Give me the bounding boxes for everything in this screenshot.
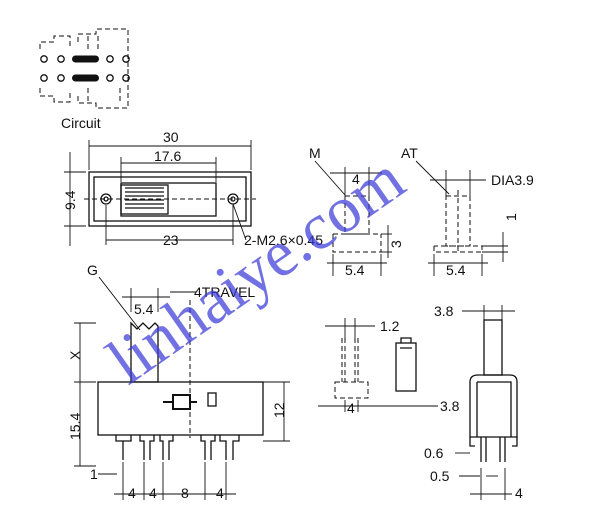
circuit-schematic: Circuit — [39, 28, 130, 131]
leader-mount-holes — [232, 203, 247, 241]
side-view: G 5.4 4TRAVEL X 15.4 12 — [67, 262, 290, 501]
end-actuator — [483, 319, 503, 376]
end-frame — [469, 374, 518, 438]
leader-at — [415, 160, 450, 195]
leader-g — [98, 276, 141, 331]
terminal-pin — [115, 435, 132, 460]
dim-pitch: 4 — [149, 485, 157, 501]
contact-dot — [57, 74, 65, 82]
leader-m — [314, 160, 346, 196]
dim-knob-width: 5.4 — [134, 301, 154, 317]
end-frame-inner — [476, 381, 512, 437]
dim-slot-width: 17.6 — [154, 148, 181, 164]
contact-dot — [106, 55, 114, 63]
contact-dot — [106, 74, 114, 82]
actuator-at-view: AT DIA3.9 1 5.4 — [401, 145, 534, 278]
label-x: X — [67, 350, 83, 360]
terminal-pin — [200, 435, 216, 460]
dim-at-base: 5.4 — [446, 262, 466, 278]
dim-hole-pitch: 23 — [163, 232, 179, 248]
pin-profile-dashed — [334, 338, 369, 399]
contact-bar — [72, 55, 99, 63]
label-g: G — [87, 262, 98, 278]
pin-view: 1.2 4 3.8 — [318, 318, 460, 416]
pin-profile-top — [400, 337, 412, 349]
dim-frame-height: 12 — [271, 402, 287, 418]
dim-pin-view-width: 4 — [347, 400, 355, 416]
actuator-m-base — [332, 233, 382, 253]
label-travel: 4TRAVEL — [194, 284, 255, 300]
pin-profile-solid — [395, 342, 417, 392]
label-dia: DIA3.9 — [491, 172, 534, 188]
body-window — [207, 392, 217, 407]
contact-dot — [40, 74, 48, 82]
dim-m-width: 4 — [352, 171, 360, 187]
contact-dot — [122, 55, 130, 63]
dim-m-height: 3 — [388, 240, 404, 248]
actuator-at-body — [445, 195, 471, 247]
dim-pitch: 4 — [216, 485, 224, 501]
label-m: M — [309, 145, 321, 161]
contact-dot — [122, 74, 130, 82]
dim-end-pitch: 4 — [515, 485, 523, 501]
terminal-pin — [139, 435, 155, 460]
label-mount-holes: 2-M2.6×0.45 — [244, 232, 323, 248]
actuator-at-base — [433, 245, 483, 253]
dim-pin-view-offset: 3.8 — [440, 398, 460, 414]
circuit-dashed-lines — [39, 28, 129, 109]
contact-dot — [40, 55, 48, 63]
switch-plate-outline — [88, 171, 252, 227]
terminal-pin — [219, 435, 240, 460]
contact-bar — [72, 74, 99, 82]
dim-pitch: 8 — [181, 485, 189, 501]
actuator-m-view: M 4 3 5.4 — [309, 145, 404, 278]
switch-body-side — [97, 381, 264, 436]
dim-lead: 1.2 — [380, 318, 400, 334]
mount-hole-left-inner — [103, 196, 109, 202]
mount-hole-left — [100, 193, 112, 205]
dim-at-height: 1 — [503, 213, 519, 221]
dim-end-top: 3.8 — [434, 303, 454, 319]
knob-grip-lines — [125, 187, 164, 209]
label-at: AT — [401, 145, 418, 161]
contact-dot — [57, 55, 65, 63]
mount-hole-right-inner — [230, 196, 236, 202]
dim-end-pin: 0.5 — [430, 468, 450, 484]
terminal-pin — [159, 435, 174, 460]
end-pins — [469, 437, 518, 462]
end-view: 3.8 0.6 0.5 4 — [424, 303, 523, 501]
dim-height: 9.4 — [62, 190, 78, 210]
slider-contact — [163, 394, 197, 410]
dim-pin-width: 1 — [90, 466, 98, 482]
dim-overall-width: 30 — [163, 129, 179, 145]
dim-pitch: 4 — [128, 485, 136, 501]
top-view: 30 17.6 9.4 23 2-M2.6×0.45 — [62, 129, 323, 248]
dim-end-thickness: 0.6 — [424, 445, 444, 461]
dim-body-height: 15.4 — [67, 413, 83, 440]
circuit-label: Circuit — [61, 115, 101, 131]
dim-m-base: 5.4 — [345, 262, 365, 278]
watermark-text: linhaiye.com — [95, 142, 418, 398]
